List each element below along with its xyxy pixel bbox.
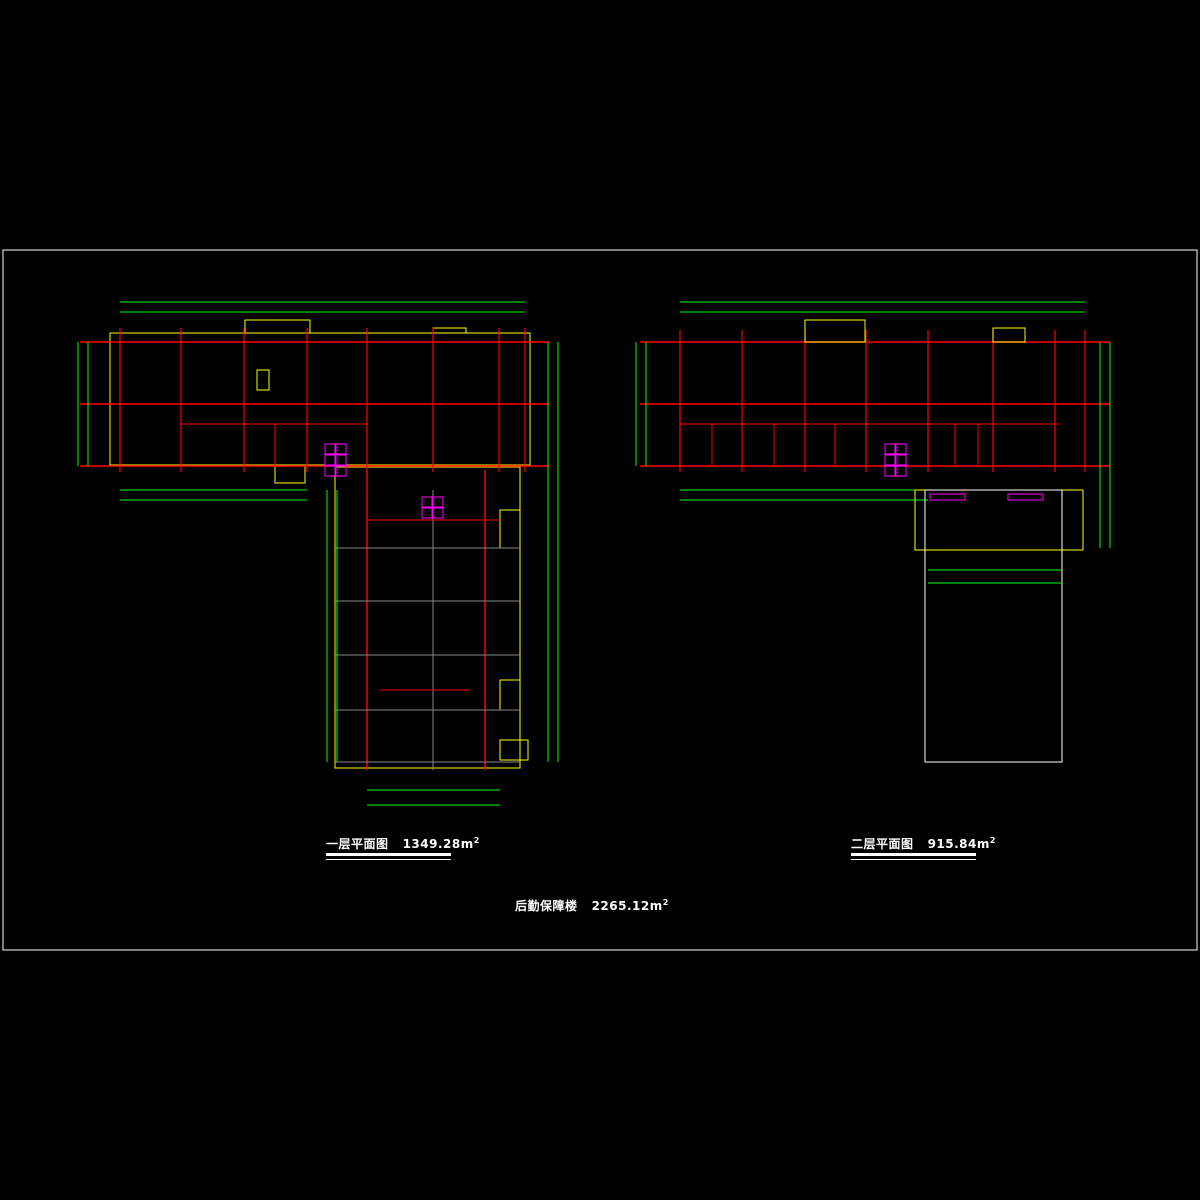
toilet-fixture <box>432 496 444 508</box>
toilet-fixture <box>324 443 336 455</box>
toilet-fixture <box>335 465 347 477</box>
toilet-fixture <box>895 465 907 477</box>
roof-feature <box>804 319 866 343</box>
first-floor-name: 一层平面图 <box>326 837 389 851</box>
wing-outline <box>924 489 1063 763</box>
entrance-canopy <box>244 319 311 334</box>
railing <box>929 493 966 501</box>
toilet-fixture <box>335 454 347 466</box>
first-floor-title: 一层平面图 1349.28m2 <box>326 835 480 852</box>
toilet-fixture <box>884 465 896 477</box>
second-floor-area: 915.84m <box>927 837 990 851</box>
first-floor-area: 1349.28m <box>402 837 474 851</box>
area-exponent: 2 <box>473 836 480 845</box>
toilet-fixture <box>432 507 444 519</box>
railing <box>1007 493 1044 501</box>
roof-feature <box>992 327 1026 343</box>
building-name: 后勤保障楼 <box>515 899 578 913</box>
title-underline <box>851 853 976 856</box>
building-outline <box>109 332 531 466</box>
second-floor-name: 二层平面图 <box>851 837 914 851</box>
wing-outline <box>914 489 1084 551</box>
toilet-fixture <box>421 496 433 508</box>
toilet-fixture <box>324 454 336 466</box>
wing-outline <box>334 466 521 769</box>
bay <box>499 679 521 711</box>
building-title: 后勤保障楼 2265.12m2 <box>515 897 669 914</box>
area-exponent: 2 <box>662 898 669 907</box>
second-floor-plan <box>635 301 1111 763</box>
title-underline <box>326 859 451 860</box>
toilet-fixture <box>895 454 907 466</box>
building-area: 2265.12m <box>591 899 663 913</box>
bay <box>499 509 521 549</box>
second-floor-title: 二层平面图 915.84m2 <box>851 835 996 852</box>
bay <box>499 739 529 761</box>
toilet-fixture <box>895 443 907 455</box>
area-exponent: 2 <box>989 836 996 845</box>
toilet-fixture <box>884 454 896 466</box>
title-underline <box>326 853 451 856</box>
entrance-canopy <box>274 464 306 484</box>
toilet-fixture <box>884 443 896 455</box>
first-floor-plan <box>77 301 559 806</box>
drawing-frame <box>2 249 1198 951</box>
toilet-fixture <box>421 507 433 519</box>
stair <box>256 369 270 391</box>
title-underline <box>851 859 976 860</box>
toilet-fixture <box>324 465 336 477</box>
toilet-fixture <box>335 443 347 455</box>
entrance-canopy <box>432 327 467 334</box>
